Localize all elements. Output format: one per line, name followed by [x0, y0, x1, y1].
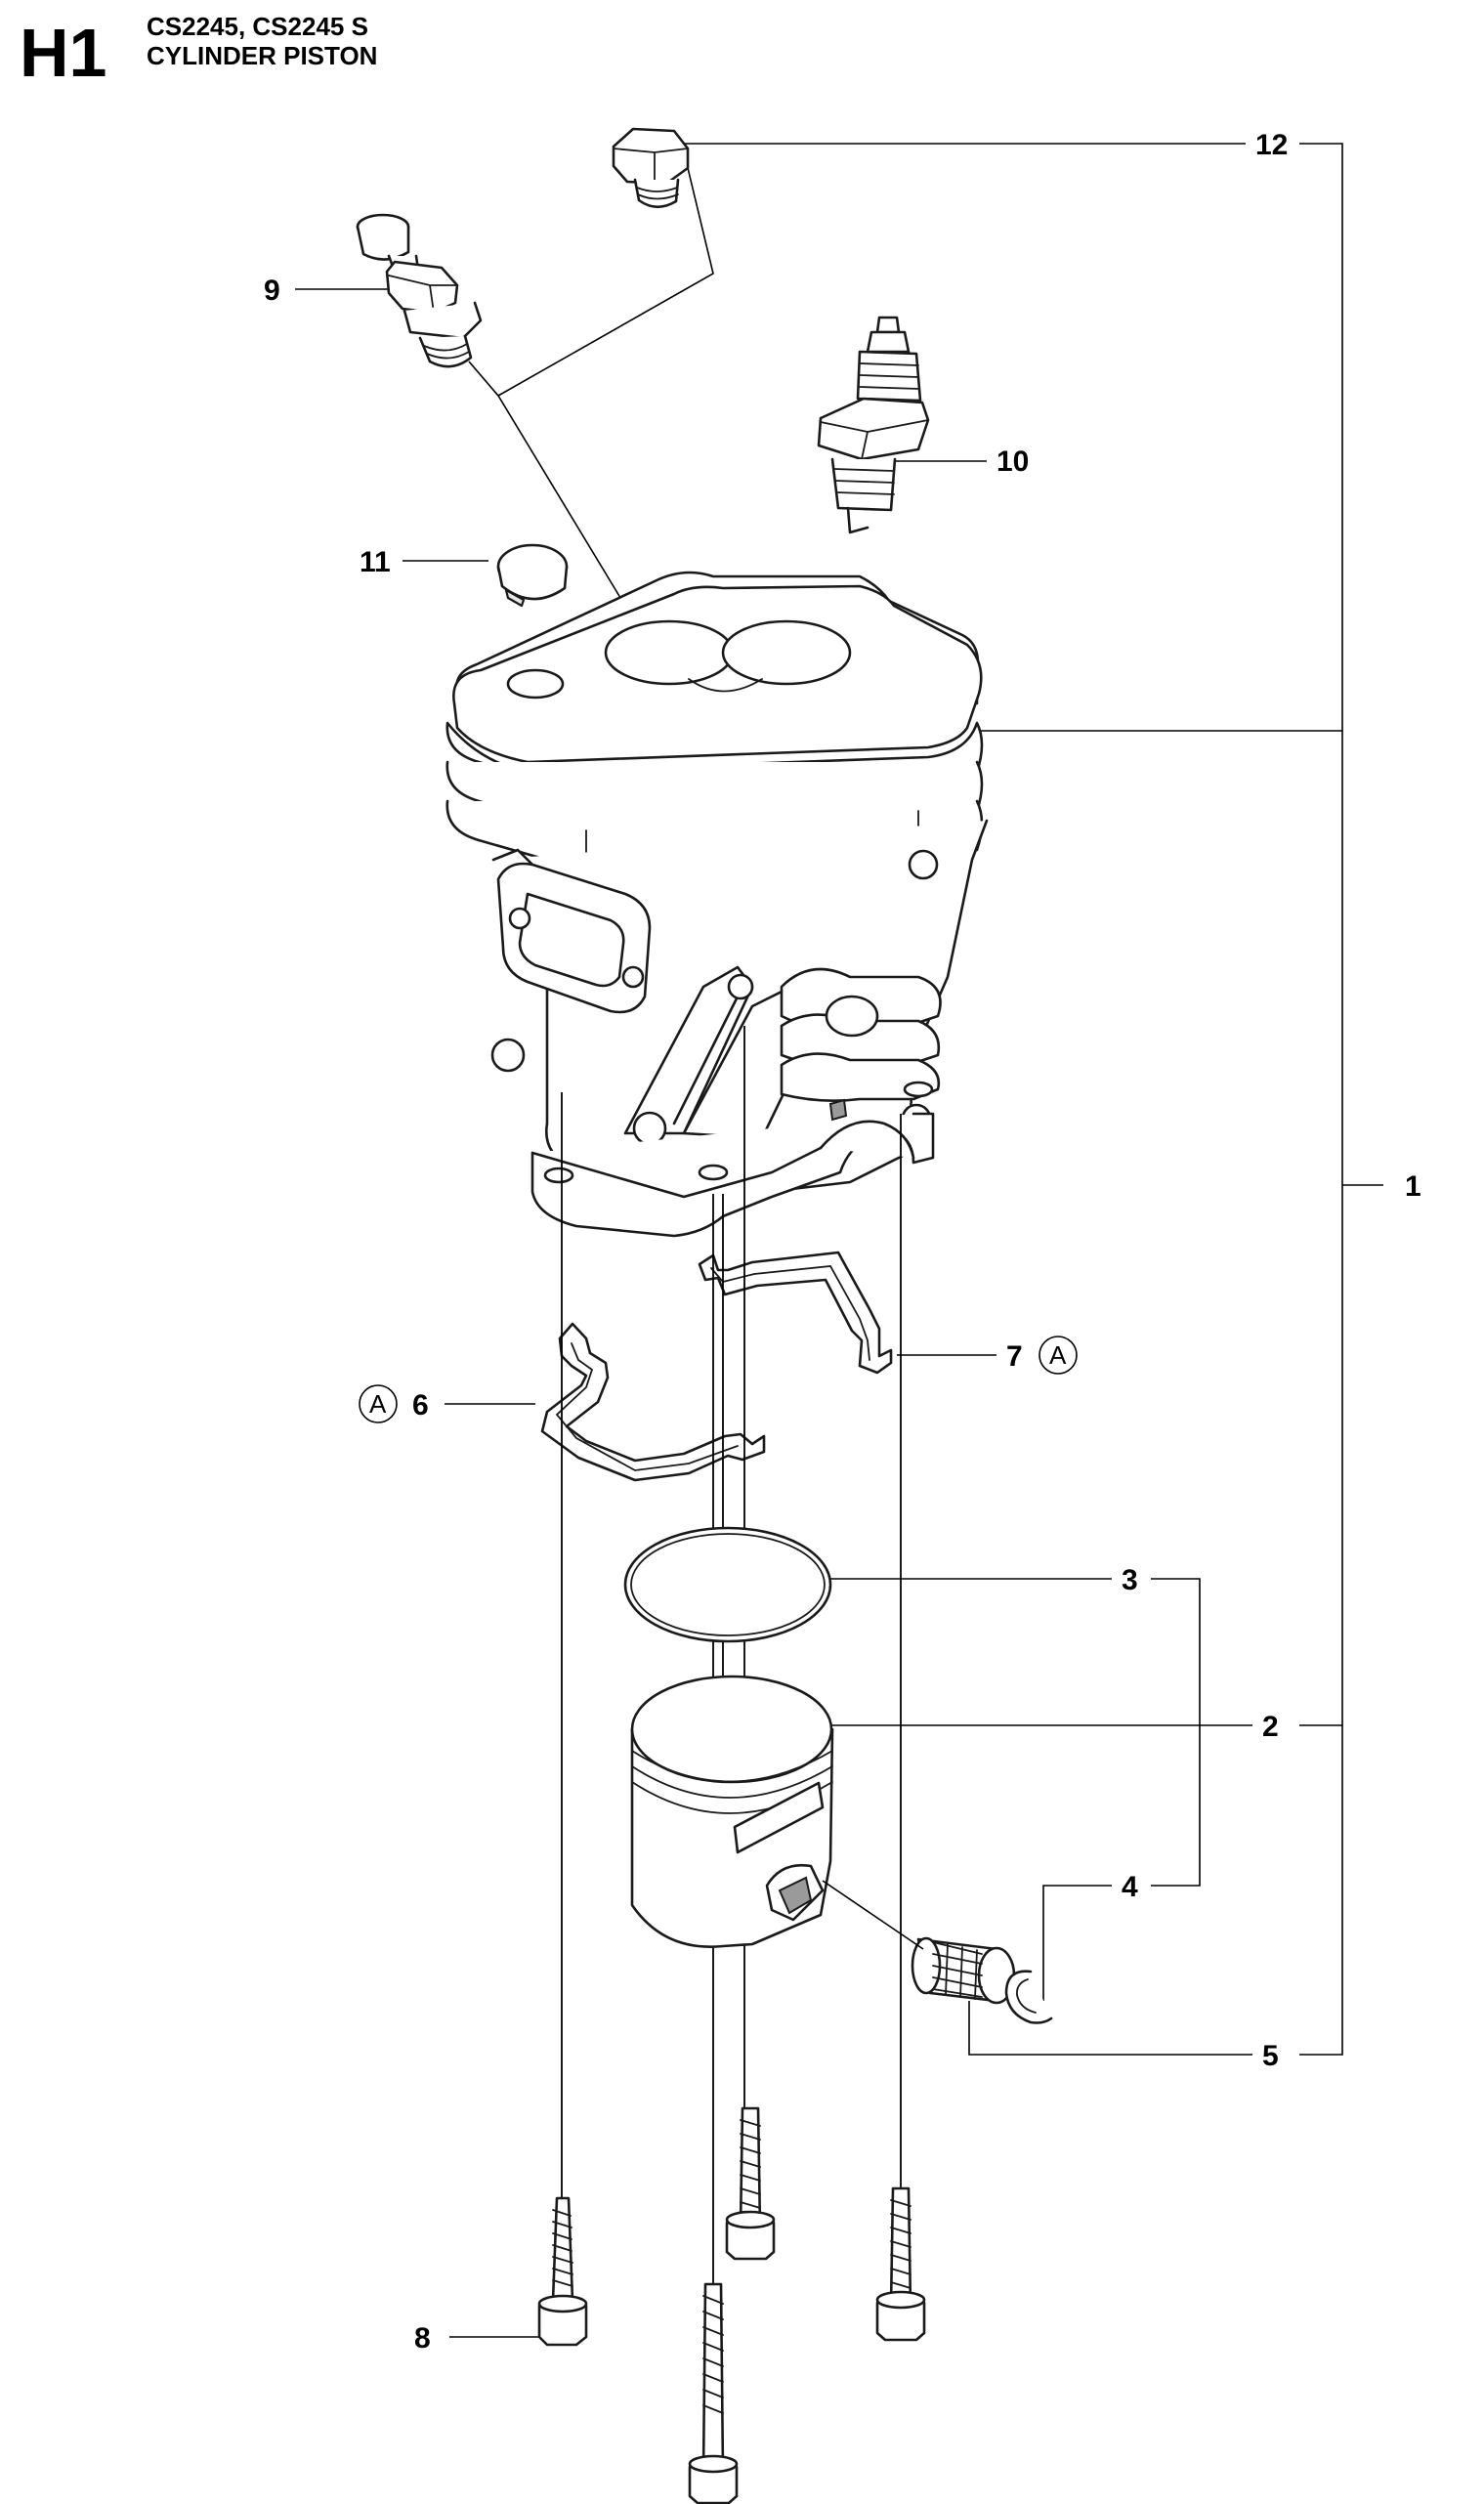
- svg-text:6: 6: [412, 1389, 429, 1422]
- callout-5[interactable]: 5: [968, 2001, 1279, 2072]
- svg-text:2: 2: [1262, 1711, 1279, 1743]
- svg-text:7: 7: [1006, 1340, 1023, 1373]
- svg-text:1: 1: [1405, 1170, 1421, 1203]
- diagram-header: H1 CS2245, CS2245 S CYLINDER PISTON: [20, 12, 377, 91]
- callout-10[interactable]: 10: [894, 446, 1029, 478]
- decompression-valve-icon[interactable]: [356, 213, 483, 368]
- needle-bearing-icon[interactable]: [822, 1880, 1016, 2005]
- screw-icon[interactable]: [537, 2106, 926, 2504]
- svg-text:3: 3: [1122, 1564, 1138, 1596]
- callout-3[interactable]: 3: [789, 1564, 1138, 1596]
- piston-ring-icon[interactable]: [623, 1526, 832, 1643]
- svg-text:10: 10: [996, 446, 1029, 478]
- section-code: H1: [20, 15, 106, 91]
- callout-6[interactable]: A 6: [359, 1384, 535, 1423]
- model-line: CS2245, CS2245 S: [147, 12, 368, 41]
- callout-2[interactable]: 2: [830, 1711, 1279, 1743]
- cylinder-icon[interactable]: [445, 571, 989, 1238]
- callout-1[interactable]: 1: [1405, 1170, 1421, 1203]
- plug-leader: [468, 143, 714, 668]
- svg-text:8: 8: [414, 2322, 431, 2355]
- gasket-right-icon[interactable]: [698, 1251, 893, 1375]
- svg-text:5: 5: [1262, 2040, 1279, 2072]
- spark-plug-icon[interactable]: [817, 316, 930, 534]
- callout-11[interactable]: 11: [360, 546, 488, 578]
- circlip-icon[interactable]: [1004, 1970, 1053, 2024]
- svg-text:11: 11: [360, 546, 391, 578]
- assembly-bracket-2: [1151, 1578, 1201, 1887]
- callout-8[interactable]: 8: [414, 2322, 542, 2355]
- svg-text:12: 12: [1255, 129, 1288, 161]
- assembly-bracket-1: [981, 143, 1383, 2056]
- piston-icon[interactable]: [630, 1675, 834, 1948]
- callout-7-marker-letter: A: [1049, 1340, 1067, 1370]
- callout-6-marker-circle: [359, 1384, 398, 1423]
- callout-6-marker-letter: A: [369, 1389, 387, 1419]
- callout-4[interactable]: 4: [1042, 1871, 1138, 2001]
- callout-12[interactable]: 12: [682, 129, 1288, 161]
- gasket-left-icon[interactable]: [540, 1322, 766, 1482]
- plug-cap-icon[interactable]: [496, 543, 569, 608]
- svg-text:9: 9: [264, 275, 280, 307]
- callout-7-marker-circle: [1039, 1336, 1078, 1375]
- svg-text:4: 4: [1122, 1871, 1138, 1903]
- plug-screw-icon[interactable]: [612, 127, 690, 209]
- callout-9[interactable]: 9: [264, 275, 403, 307]
- diagram-title: CYLINDER PISTON: [147, 41, 377, 70]
- callout-7[interactable]: 7 A: [897, 1336, 1078, 1375]
